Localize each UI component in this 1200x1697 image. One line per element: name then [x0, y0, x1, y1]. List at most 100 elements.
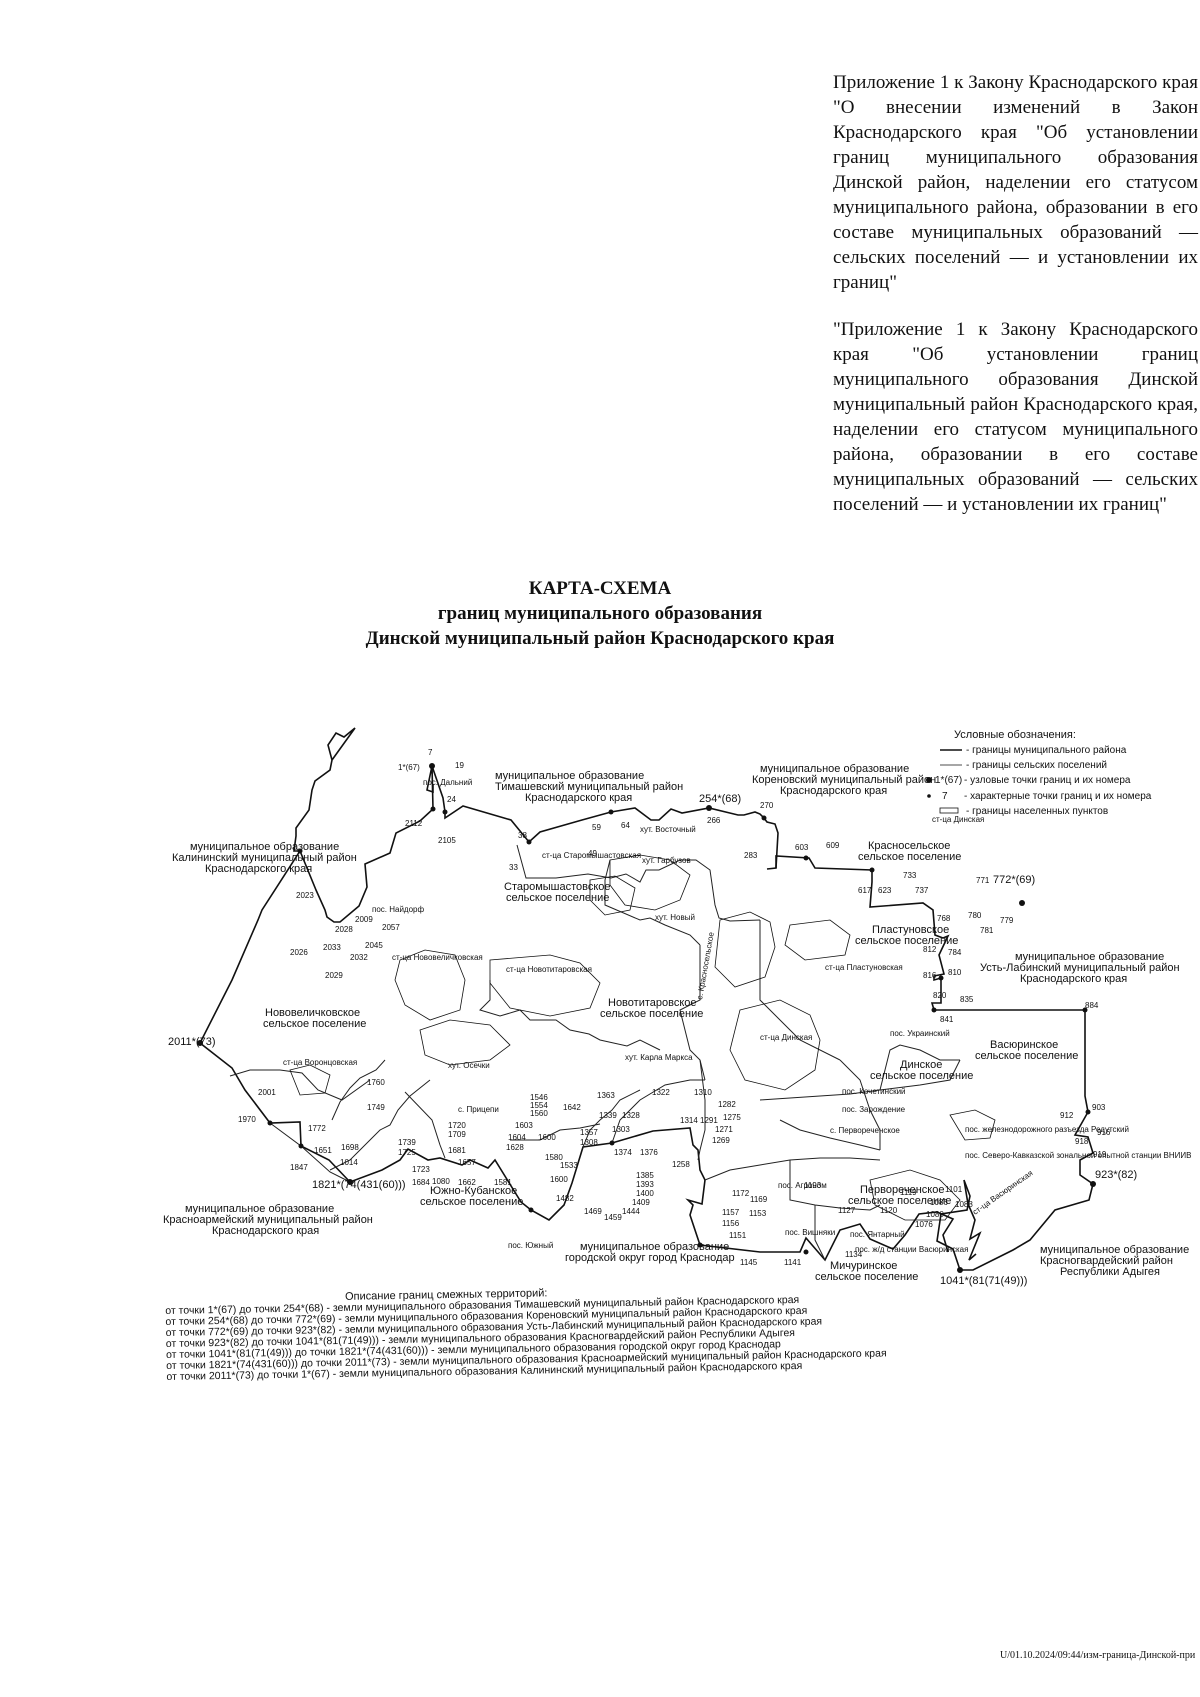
- place-label: хут. Карла Маркса: [625, 1053, 693, 1062]
- node-label: 2028: [335, 925, 353, 934]
- node-label: 780: [968, 911, 982, 920]
- neighbor-krasnoarmeysky: Краснодарского края: [212, 1225, 319, 1237]
- settlement-michurinskoe: сельское поселение: [815, 1271, 918, 1283]
- node-label: 1847: [290, 1163, 308, 1172]
- neighbor-krasnodar: городской округ город Краснодар: [565, 1252, 735, 1264]
- place-label: пос. Янтарный: [850, 1230, 905, 1239]
- neighbor-ustlabinsky: Усть-Лабинский муниципальный район: [980, 962, 1180, 974]
- settlement-vasyurinskoe: Васюринское: [990, 1039, 1058, 1051]
- node-label: 1271: [715, 1125, 733, 1134]
- node-label: 7: [428, 748, 433, 757]
- node-64: [608, 809, 614, 815]
- node-label: 1308: [580, 1138, 598, 1147]
- node-label: 1657: [458, 1158, 476, 1167]
- node-label: 733: [903, 871, 917, 880]
- node-label: 835: [960, 995, 974, 1004]
- node-835: [931, 1007, 937, 1013]
- neighbor-korenovsky: муниципальное образование: [760, 763, 909, 775]
- node-label: 1080: [432, 1177, 450, 1186]
- map-legend: Условные обозначения: - границы муниципа…: [926, 729, 1152, 824]
- node-label: 1459: [604, 1213, 622, 1222]
- node-label: 1709: [448, 1130, 466, 1139]
- node-label: 1275: [723, 1113, 741, 1122]
- place-label: ст-ца Пластуновская: [825, 963, 903, 972]
- node-label: 49: [588, 849, 597, 858]
- node-label: 1101: [945, 1185, 963, 1194]
- node-label: 1374: [614, 1148, 632, 1157]
- node-label: 1269: [712, 1136, 730, 1145]
- place-label: пос. Найдорф: [372, 905, 424, 914]
- node-label: 1760: [367, 1078, 385, 1087]
- node-2105: [430, 806, 436, 812]
- node-label: 1684: [412, 1178, 430, 1187]
- neighbor-korenovsky: Краснодарского края: [780, 785, 887, 797]
- node-label: 2011*(73): [168, 1036, 216, 1048]
- node-label: 1385: [636, 1171, 654, 1180]
- place-label: пос. ж/д станции Васюринская: [855, 1245, 968, 1254]
- appendix-header: Приложение 1 к Закону Краснодарского кра…: [833, 70, 1198, 539]
- node-label: 2045: [365, 941, 383, 950]
- node-923: [1090, 1181, 1096, 1187]
- node-label: 1134: [845, 1250, 863, 1259]
- place-label: пос. Кочетинский: [842, 1087, 906, 1096]
- node-label: 1314: [680, 1116, 698, 1125]
- node-label: 841: [940, 1015, 954, 1024]
- node-812: [938, 975, 944, 981]
- node-label: 1127: [838, 1206, 856, 1215]
- title-line-3: Динской муниципальный район Краснодарско…: [365, 628, 835, 649]
- neighbor-krasnogvardeysky: Красногвардейский район: [1040, 1255, 1173, 1267]
- legend-point-sample: 7: [942, 791, 948, 802]
- node-label: 1642: [563, 1103, 581, 1112]
- node-label: 772*(69): [993, 874, 1035, 886]
- node-label: 24: [447, 795, 456, 804]
- district-boundary: [198, 727, 1094, 1271]
- node-label: 1151: [729, 1231, 747, 1240]
- place-label: ст-ца Воронцовская: [283, 1058, 357, 1067]
- node-24: [442, 809, 448, 815]
- node-label: 1141: [784, 1258, 802, 1267]
- settlement-staromyshastovskoe: сельское поселение: [506, 892, 609, 904]
- node-label: 1080: [926, 1210, 944, 1219]
- node-label: 1400: [636, 1189, 654, 1198]
- legend-item: - границы муниципального района: [966, 745, 1127, 756]
- node-label: 1145: [740, 1258, 758, 1267]
- settlement-vasyurinskoe: сельское поселение: [975, 1050, 1078, 1062]
- node-label: 19: [455, 761, 464, 770]
- node-label: 1310: [694, 1088, 712, 1097]
- neighbor-kalininsky: Калининский муниципальный район: [172, 852, 357, 864]
- node-label: 737: [915, 886, 929, 895]
- node-label: 1725: [398, 1148, 416, 1157]
- node-label: 1651: [314, 1146, 332, 1155]
- title-line-1: КАРТА-СХЕМА: [528, 578, 672, 599]
- node-label: 816: [923, 971, 937, 980]
- node-label: 1821*(74(431(60))): [312, 1179, 406, 1191]
- node-label: 2033: [323, 943, 341, 952]
- node-label: 903: [1092, 1103, 1106, 1112]
- node-label: 1282: [718, 1100, 736, 1109]
- settlement-plastunovskoe: Пластуновское: [872, 924, 949, 936]
- legend-item: - характерные точки границ и их номера: [964, 791, 1152, 802]
- place-label: с. Прицепи: [458, 1105, 499, 1114]
- node-1821: [347, 1179, 353, 1185]
- node-903: [1085, 1109, 1091, 1115]
- node-label: 1193: [804, 1181, 822, 1190]
- node-270: [761, 815, 767, 821]
- node-884: [1082, 1007, 1088, 1013]
- legend-node-dot: [926, 777, 932, 783]
- node-label: 623: [878, 886, 892, 895]
- legend-point-dot: [927, 794, 931, 798]
- settlement-yuzhno-kubanskoe: Южно-Кубанское: [430, 1185, 517, 1197]
- settlement-pervorechenskoe: Первореченское: [860, 1184, 944, 1196]
- node-labels: 1*(67) 7 19 24 2112 2105 38 33 59 64 49 …: [168, 748, 1137, 1287]
- node-label: 1628: [506, 1143, 524, 1152]
- node-label: 1119: [900, 1188, 917, 1197]
- settlement-dinskoe: сельское поселение: [870, 1070, 973, 1082]
- settlement-plastunovskoe: сельское поселение: [855, 935, 958, 947]
- node-label: 1600: [538, 1133, 556, 1142]
- neighbor-ustlabinsky: Краснодарского края: [1020, 973, 1127, 985]
- neighbor-krasnogvardeysky: муниципальное образование: [1040, 1244, 1189, 1256]
- place-label: ст-ца Новотитаровская: [506, 965, 592, 974]
- place-label: ст-ца Нововеличковская: [392, 953, 483, 962]
- node-label: 609: [826, 841, 840, 850]
- node-label: 254*(68): [699, 793, 741, 805]
